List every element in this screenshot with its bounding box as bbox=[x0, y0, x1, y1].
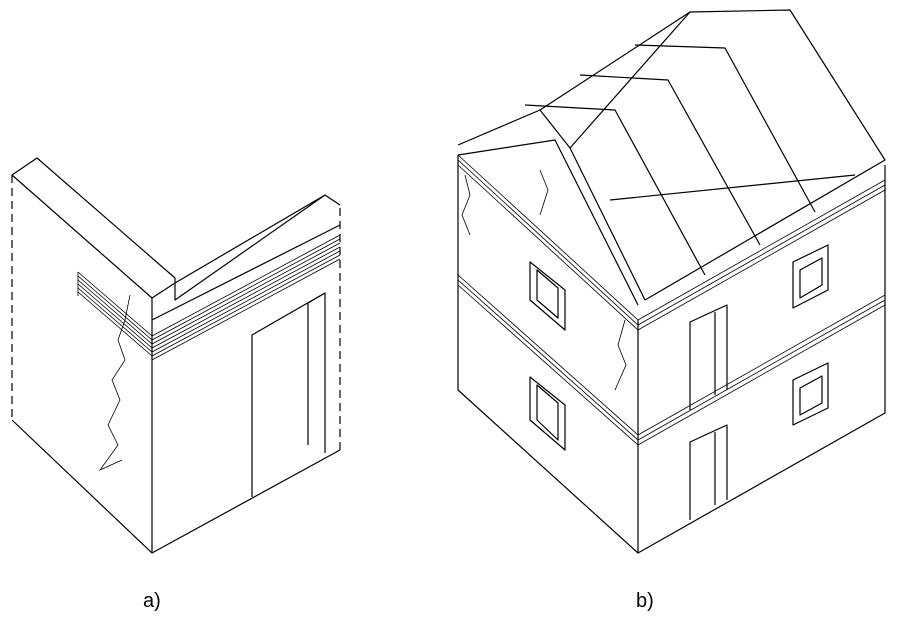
house-drawing bbox=[457, 9, 886, 554]
figure-label-b: b) bbox=[636, 590, 654, 612]
bond-beam-stripes bbox=[77, 234, 341, 361]
crack-line bbox=[539, 169, 549, 216]
doors bbox=[689, 304, 728, 520]
crack-line bbox=[98, 294, 131, 471]
front-gable bbox=[457, 139, 639, 306]
roof-ridge-left bbox=[539, 11, 691, 111]
floor-band-stripes bbox=[457, 154, 886, 446]
crack-line bbox=[614, 319, 627, 391]
figure-label-a: a) bbox=[143, 590, 161, 612]
gable-verge bbox=[457, 109, 646, 301]
coping-underside bbox=[151, 224, 341, 321]
door-opening bbox=[251, 292, 326, 497]
roof-rafters bbox=[524, 44, 856, 276]
roof-plane bbox=[569, 9, 886, 301]
wall-base bbox=[11, 419, 341, 554]
door-reveal bbox=[307, 292, 326, 445]
wall-corner-drawing bbox=[11, 157, 341, 554]
wall-coping-top bbox=[11, 157, 341, 301]
wall-corner-edge bbox=[11, 174, 153, 553]
windows bbox=[529, 244, 829, 451]
coping-front bbox=[151, 194, 326, 299]
crack-line bbox=[461, 174, 471, 236]
